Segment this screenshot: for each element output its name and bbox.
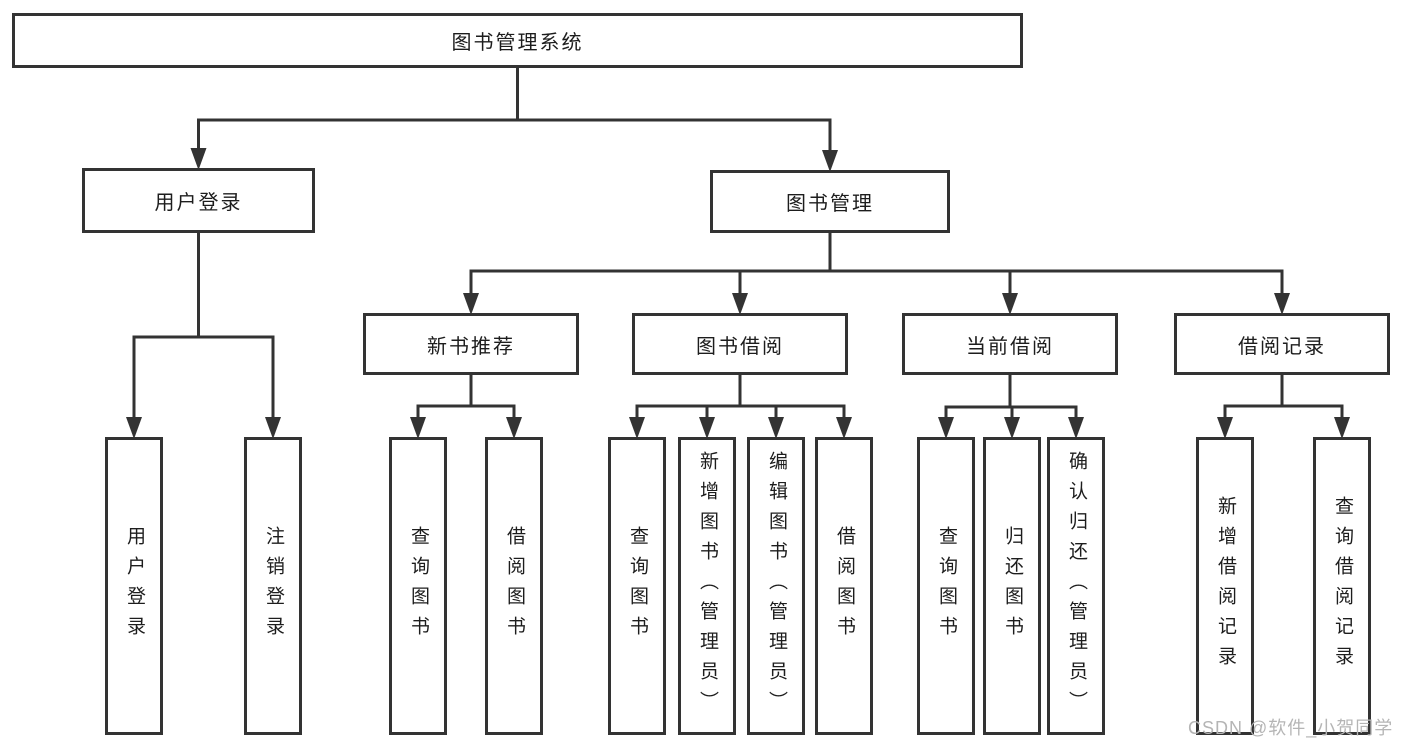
arrowhead [190, 148, 207, 170]
connector-book-mgmt [463, 232, 1290, 315]
arrowhead [126, 417, 142, 439]
node-leaf-return-books: 归还图书 [983, 437, 1041, 735]
arrowhead [822, 150, 838, 172]
node-book-mgmt: 图书管理 [710, 170, 950, 233]
arrowhead [265, 417, 281, 439]
arrowhead [1004, 417, 1020, 439]
node-leaf-edit-books-admin: 编辑图书（管理员） [747, 437, 805, 735]
node-leaf-query-books-1: 查询图书 [389, 437, 447, 735]
connector-borrowing-records [1217, 374, 1350, 439]
arrowhead [410, 417, 426, 439]
node-root: 图书管理系统 [12, 13, 1023, 68]
arrowhead [1068, 417, 1084, 439]
connector-current-borrowing [938, 374, 1084, 439]
node-leaf-query-books-3: 查询图书 [917, 437, 975, 735]
arrowhead [768, 417, 784, 439]
node-borrowing-records: 借阅记录 [1174, 313, 1390, 375]
arrowhead [938, 417, 954, 439]
node-leaf-confirm-return: 确认归还（管理员） [1047, 437, 1105, 735]
node-leaf-user-login: 用户登录 [105, 437, 163, 735]
node-leaf-query-books-2: 查询图书 [608, 437, 666, 735]
arrowhead [732, 293, 748, 315]
connector-book-borrowing [629, 374, 852, 439]
node-leaf-borrow-books-1: 借阅图书 [485, 437, 543, 735]
arrowhead [1274, 293, 1290, 315]
arrowhead [836, 417, 852, 439]
node-book-borrowing: 图书借阅 [632, 313, 848, 375]
node-leaf-logout: 注销登录 [244, 437, 302, 735]
arrowhead [1217, 417, 1233, 439]
arrowhead [699, 417, 715, 439]
node-leaf-borrow-books-2: 借阅图书 [815, 437, 873, 735]
node-new-book-rec: 新书推荐 [363, 313, 579, 375]
connector-new-book-rec [410, 374, 522, 439]
node-leaf-query-borrow-record: 查询借阅记录 [1313, 437, 1371, 735]
connector-root [190, 67, 838, 172]
arrowhead [1334, 417, 1350, 439]
node-current-borrowing: 当前借阅 [902, 313, 1118, 375]
node-leaf-add-books-admin: 新增图书（管理员） [678, 437, 736, 735]
node-leaf-add-borrow-record: 新增借阅记录 [1196, 437, 1254, 735]
arrowhead [506, 417, 522, 439]
arrowhead [463, 293, 479, 315]
connector-user-login [126, 232, 281, 439]
arrowhead [1002, 293, 1018, 315]
node-user-login: 用户登录 [82, 168, 315, 233]
arrowhead [629, 417, 645, 439]
watermark: CSDN @软件_小贺同学 [1188, 718, 1394, 738]
